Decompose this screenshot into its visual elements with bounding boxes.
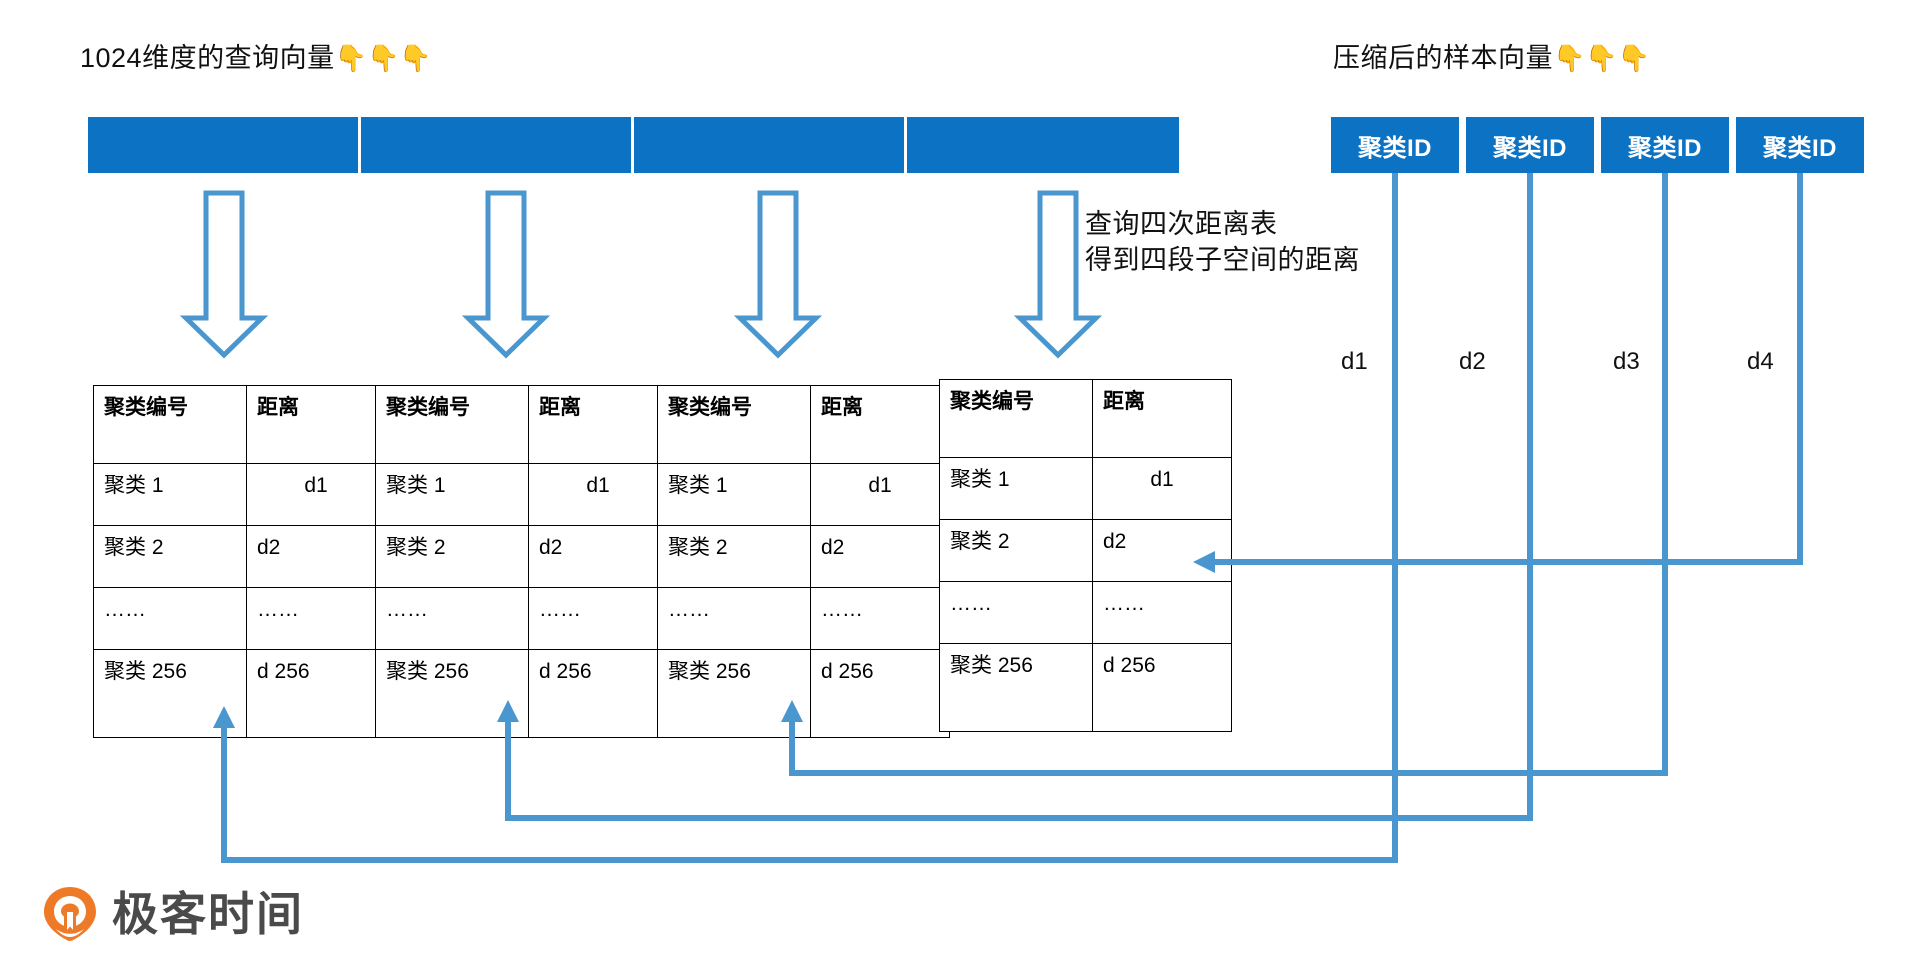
query-vector-segment-1 — [88, 117, 358, 173]
cell-distance: d2 — [246, 525, 386, 588]
cell-distance: …… — [246, 587, 386, 650]
distance-table-2: 聚类编号 距离 聚类 1 d1 聚类 2 d2 …… …… 聚类 256 d 2… — [375, 385, 668, 738]
cluster-id-box-2[interactable]: 聚类ID — [1466, 117, 1594, 173]
table-row: 聚类 1 d1 — [375, 463, 668, 526]
cell-distance: d 256 — [246, 649, 386, 738]
distance-table-3: 聚类编号 距离 聚类 1 d1 聚类 2 d2 …… …… 聚类 256 d 2… — [657, 385, 950, 738]
table-header-cluster-id: 聚类编号 — [93, 385, 247, 464]
cell-cluster: 聚类 256 — [657, 649, 811, 738]
query-vector-segment-3 — [634, 117, 904, 173]
block-arrow-down-3 — [733, 190, 823, 359]
cell-cluster: …… — [93, 587, 247, 650]
left-heading-text: 1024维度的查询向量 — [80, 43, 335, 73]
table-header-distance: 距离 — [528, 385, 668, 464]
cell-cluster: 聚类 2 — [375, 525, 529, 588]
table-header-distance: 距离 — [1092, 379, 1232, 458]
distance-label-d3: d3 — [1613, 348, 1640, 375]
cell-cluster: 聚类 2 — [657, 525, 811, 588]
cell-distance: d 256 — [810, 649, 950, 738]
table-row: 聚类 2 d2 — [93, 525, 386, 588]
table-header-distance: 距离 — [810, 385, 950, 464]
table-row: 聚类 2 d2 — [939, 519, 1232, 582]
table-row: 聚类编号 距离 — [93, 385, 386, 464]
cell-cluster: 聚类 2 — [93, 525, 247, 588]
cell-distance: d2 — [528, 525, 668, 588]
cell-distance: d1 — [1092, 457, 1232, 520]
cell-distance: d1 — [246, 463, 386, 526]
cell-cluster: …… — [657, 587, 811, 650]
cell-distance: d 256 — [528, 649, 668, 738]
table-row: 聚类 256 d 256 — [375, 649, 668, 738]
distance-table-1: 聚类编号 距离 聚类 1 d1 聚类 2 d2 …… …… 聚类 256 d 2… — [93, 385, 386, 738]
cell-distance: …… — [810, 587, 950, 650]
cell-cluster: 聚类 256 — [939, 643, 1093, 732]
right-heading: 压缩后的样本向量👇👇👇 — [1333, 36, 1650, 75]
table-row: …… …… — [939, 581, 1232, 644]
table-row: 聚类编号 距离 — [939, 379, 1232, 458]
table-header-cluster-id: 聚类编号 — [657, 385, 811, 464]
table-row: 聚类 256 d 256 — [93, 649, 386, 738]
geektime-logo-mark-icon — [44, 887, 96, 941]
query-annotation: 查询四次距离表 得到四段子空间的距离 — [1085, 207, 1360, 278]
cell-distance: d2 — [1092, 519, 1232, 582]
table-header-distance: 距离 — [246, 385, 386, 464]
cell-cluster: 聚类 1 — [939, 457, 1093, 520]
pointing-down-emoji-left: 👇👇👇 — [334, 43, 432, 73]
table-row: 聚类 1 d1 — [657, 463, 950, 526]
table-row: 聚类 1 d1 — [93, 463, 386, 526]
cell-cluster: 聚类 256 — [93, 649, 247, 738]
cluster-id-box-1[interactable]: 聚类ID — [1331, 117, 1459, 173]
cell-distance: …… — [1092, 581, 1232, 644]
distance-label-d4: d4 — [1747, 348, 1774, 375]
cell-cluster: 聚类 1 — [657, 463, 811, 526]
table-row: 聚类 2 d2 — [375, 525, 668, 588]
query-annotation-line-1: 查询四次距离表 — [1085, 209, 1278, 239]
query-vector-segment-4 — [907, 117, 1179, 173]
left-heading: 1024维度的查询向量👇👇👇 — [80, 36, 432, 75]
cell-distance: d2 — [810, 525, 950, 588]
table-row: 聚类 256 d 256 — [939, 643, 1232, 732]
cell-cluster: 聚类 256 — [375, 649, 529, 738]
cluster-id-box-4[interactable]: 聚类ID — [1736, 117, 1864, 173]
table-row: 聚类 2 d2 — [657, 525, 950, 588]
cell-cluster: 聚类 1 — [93, 463, 247, 526]
table-header-cluster-id: 聚类编号 — [375, 385, 529, 464]
block-arrow-down-1 — [179, 190, 269, 359]
distance-label-d2: d2 — [1459, 348, 1486, 375]
cell-cluster: …… — [375, 587, 529, 650]
block-arrow-down-2 — [461, 190, 551, 359]
cell-cluster: 聚类 2 — [939, 519, 1093, 582]
distance-table-4: 聚类编号 距离 聚类 1 d1 聚类 2 d2 …… …… 聚类 256 d 2… — [939, 379, 1232, 732]
cell-cluster: 聚类 1 — [375, 463, 529, 526]
right-heading-text: 压缩后的样本向量 — [1333, 43, 1553, 73]
cell-distance: d 256 — [1092, 643, 1232, 732]
cell-cluster: …… — [939, 581, 1093, 644]
table-row: …… …… — [375, 587, 668, 650]
table-row: 聚类 256 d 256 — [657, 649, 950, 738]
table-row: …… …… — [657, 587, 950, 650]
table-row: 聚类 1 d1 — [939, 457, 1232, 520]
table-row: 聚类编号 距离 — [375, 385, 668, 464]
query-vector-segment-2 — [361, 117, 631, 173]
cell-distance: …… — [528, 587, 668, 650]
cell-distance: d1 — [810, 463, 950, 526]
cell-distance: d1 — [528, 463, 668, 526]
pointing-down-emoji-right: 👇👇👇 — [1553, 43, 1651, 73]
geektime-logo-text: 极客时间 — [112, 888, 304, 940]
query-annotation-line-2: 得到四段子空间的距离 — [1085, 244, 1360, 275]
table-header-cluster-id: 聚类编号 — [939, 379, 1093, 458]
distance-label-d1: d1 — [1341, 348, 1368, 375]
cluster-id-box-3[interactable]: 聚类ID — [1601, 117, 1729, 173]
table-row: …… …… — [93, 587, 386, 650]
table-row: 聚类编号 距离 — [657, 385, 950, 464]
geektime-logo: 极客时间 — [42, 885, 304, 943]
